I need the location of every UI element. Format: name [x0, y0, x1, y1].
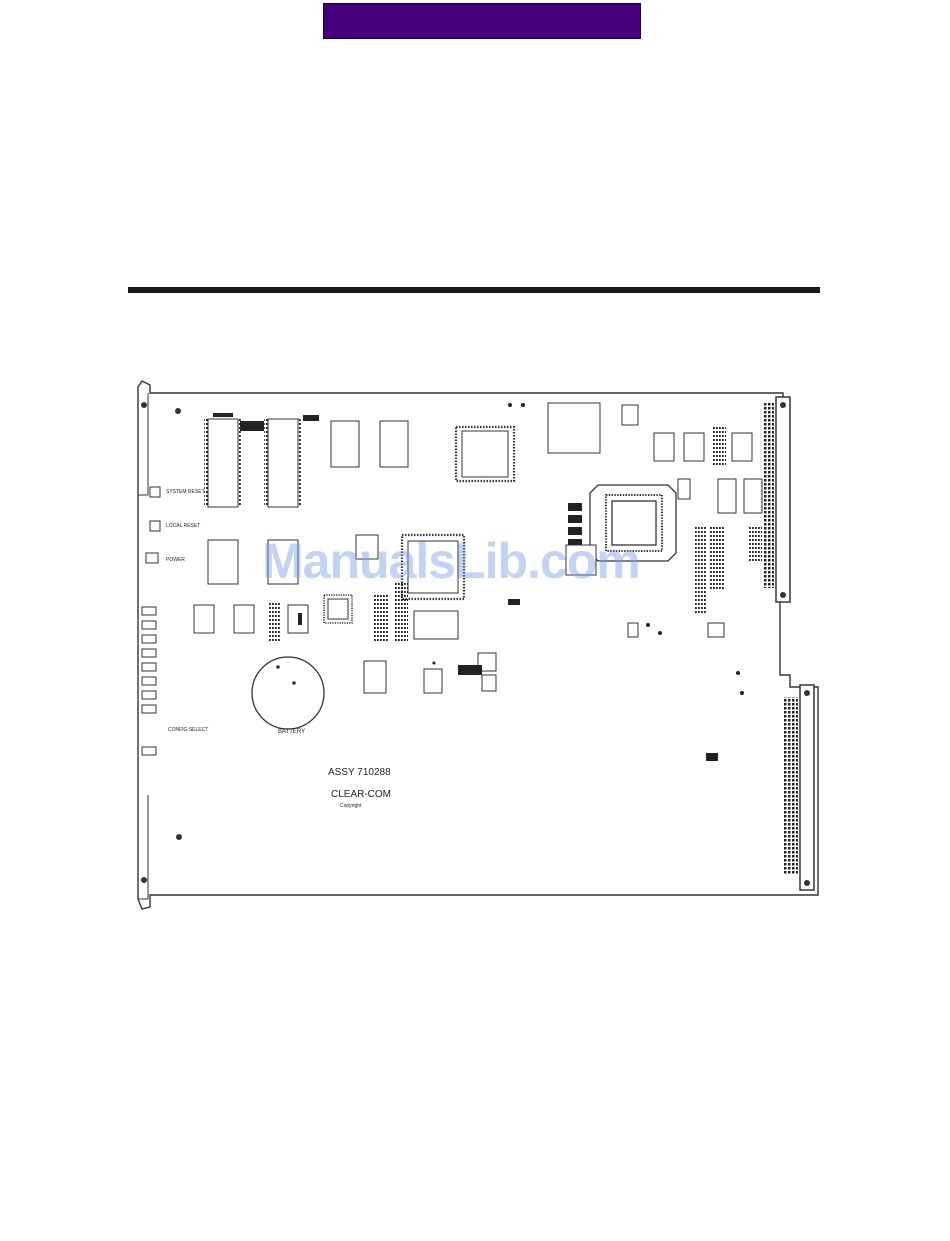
side-label-config-select: CONFIG SELECT: [168, 727, 208, 733]
copyright-label: Copyright: [340, 803, 362, 809]
watermark-text: ManualsLib.com: [262, 532, 702, 602]
battery-label: BATTERY: [278, 729, 305, 735]
circuit-board-figure: BATTERY SYSTEM RESET LOCAL RESET POWER C…: [128, 375, 834, 911]
brand-label: CLEAR-COM: [331, 789, 391, 800]
assy-label: ASSY 710288: [328, 767, 391, 778]
section-divider: [128, 287, 820, 293]
battery: [252, 657, 324, 729]
header-band: [323, 3, 641, 39]
side-label-system-reset: SYSTEM RESET: [166, 489, 205, 495]
side-label-local-reset: LOCAL RESET: [166, 523, 200, 529]
side-label-power: POWER: [166, 557, 185, 563]
